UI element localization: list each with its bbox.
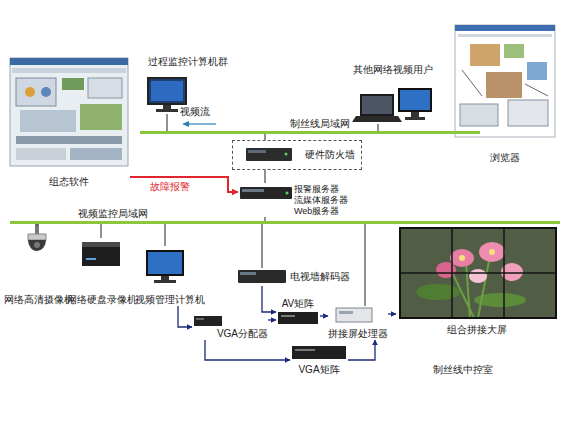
network-bus: 视频监控局域网 <box>10 221 560 224</box>
connector-line <box>268 319 276 320</box>
node-label: 制丝线局域网 <box>290 118 350 130</box>
connector-line <box>320 315 328 316</box>
node-label: 电视墙解码器 <box>290 271 350 283</box>
connector-line <box>388 313 396 314</box>
connector-line <box>264 170 265 183</box>
stream-arrow <box>182 121 216 127</box>
browser-screenshot-art <box>455 25 555 137</box>
processor-device: 拼接屏处理器 <box>328 306 388 340</box>
camera-device: 网络高清摄像机 <box>3 226 75 306</box>
node-label: 拼接屏处理器 <box>328 328 388 340</box>
node-label: AV矩阵 <box>282 298 315 310</box>
connector-line <box>164 224 165 246</box>
computer-device: 视频管理计算机 <box>131 246 209 306</box>
browser-screenshot: 浏览器 <box>452 22 558 164</box>
matrix-device: AV矩阵 <box>276 298 320 326</box>
matrix-icon <box>278 312 318 324</box>
connector-line <box>205 340 290 360</box>
connector-line <box>262 286 276 312</box>
decoder-icon <box>238 270 286 283</box>
flow-label: 视频流 <box>180 106 210 118</box>
edge-label: 故障报警 <box>150 181 190 193</box>
connector-line <box>166 114 167 131</box>
connector-line <box>100 224 101 238</box>
node-label: VGA分配器 <box>217 328 268 340</box>
node-label: 过程监控计算机群 <box>148 56 228 68</box>
node-label: 视频监控局域网 <box>78 208 148 220</box>
software-screenshot-art <box>10 58 128 166</box>
connector-line <box>364 224 365 306</box>
splitter-icon <box>194 316 222 326</box>
decoder-device: 电视墙解码器 <box>236 268 350 286</box>
node-label: 网络硬盘录像机 <box>67 294 137 306</box>
recorder-icon <box>82 242 120 266</box>
connector-line <box>348 340 375 360</box>
network-bus: 制丝线局域网 <box>140 131 480 134</box>
node-label: 硬件防火墙 <box>305 149 355 161</box>
node-label: 其他网络视频用户 <box>353 64 433 76</box>
software-screenshot: 组态软件 <box>8 56 130 188</box>
firewall-device <box>246 148 292 161</box>
monitor-computer: 过程监控计算机群 <box>138 56 238 114</box>
video-wall: 组合拼接大屏 <box>396 226 558 336</box>
connector-line <box>178 306 192 327</box>
monitor-icon <box>146 250 184 283</box>
server-device: 报警服务器 流媒体服务器 Web服务器 <box>238 183 358 217</box>
connector-line <box>377 124 378 131</box>
firewall-box: 硬件防火墙 <box>232 140 362 170</box>
splitter-device: VGA分配器 <box>192 314 268 340</box>
monitor-icon <box>398 88 432 120</box>
node-label: 组合拼接大屏 <box>447 324 507 336</box>
network-user: 其他网络视频用户 <box>343 64 443 124</box>
node-label: 报警服务器 流媒体服务器 Web服务器 <box>294 184 354 217</box>
connector-line <box>130 177 238 192</box>
connector-line <box>36 224 37 226</box>
processor-icon <box>336 308 372 322</box>
camera-icon <box>28 224 46 251</box>
video-wall-art <box>400 228 556 318</box>
connector-line <box>261 224 262 268</box>
matrix-icon <box>292 346 346 359</box>
node-label: VGA矩阵 <box>298 364 339 376</box>
matrix-device: VGA矩阵 <box>290 344 348 376</box>
node-label: 网络高清摄像机 <box>4 294 74 306</box>
node-label: 视频管理计算机 <box>135 294 205 306</box>
room-label: 制丝线中控室 <box>433 364 493 376</box>
recorder-device: 网络硬盘录像机 <box>65 238 139 306</box>
laptop-icon <box>352 94 402 122</box>
node-label: 组态软件 <box>49 176 89 188</box>
node-label: 浏览器 <box>490 152 520 164</box>
server-device-art <box>240 187 292 199</box>
